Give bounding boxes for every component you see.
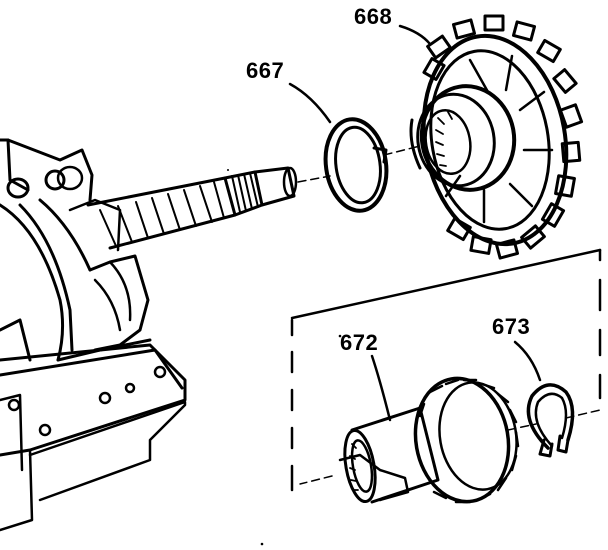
drive-sprocket-668 [409, 14, 584, 260]
snap-ring-667 [323, 117, 421, 213]
inset-frame [290, 248, 602, 492]
driven-gear-672 [299, 376, 537, 504]
callout-672: 672 [340, 330, 379, 355]
transmission-housing [0, 138, 187, 532]
scan-specks [227, 169, 342, 546]
snap-ring-673 [526, 383, 601, 458]
callout-667: 667 [246, 58, 285, 83]
output-shaft [86, 166, 331, 250]
leader-lines [288, 24, 542, 422]
callout-673: 673 [492, 314, 531, 339]
callout-668: 668 [354, 4, 393, 29]
